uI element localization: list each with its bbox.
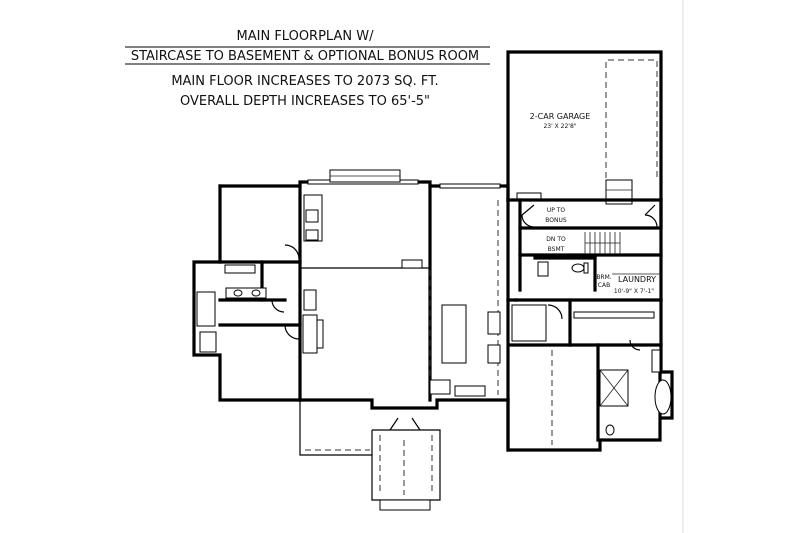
front-door: [389, 417, 421, 431]
hall-bath-sink-icon-2: [251, 289, 261, 297]
garage-door-outline: [605, 59, 658, 178]
porch-outline-2: [371, 429, 441, 501]
kitchen-dishwasher: [454, 385, 486, 397]
hall-bath-vanity: [225, 287, 267, 299]
title-block: MAIN FLOORPLAN W/ STAIRCASE TO BASEMENT …: [125, 29, 490, 109]
service-wing: UP TO BONUS DN TO BSMT BRM. CAB LAUNDRY …: [506, 198, 663, 302]
half-bath-toilet-icon: [571, 263, 585, 273]
title-line-3: MAIN FLOOR INCREASES TO 2073 SQ. FT.: [171, 74, 438, 89]
bedroom-door: [284, 244, 300, 260]
dn-to-bsmt-line2: BSMT: [548, 246, 565, 253]
garage: 2-CAR GARAGE 23' X 22'8": [506, 50, 663, 228]
fireplace: [302, 314, 318, 354]
laundry-size: 10'-9" X 7'-1": [614, 288, 654, 295]
front-porch: [299, 400, 441, 511]
garage-label: 2-CAR GARAGE: [530, 112, 591, 121]
title-line-1: MAIN FLOORPLAN W/: [237, 29, 375, 44]
built-in-shelf: [303, 289, 317, 311]
master-door: [547, 304, 563, 320]
master-toilet-icon: [605, 424, 615, 436]
master-closet-shelf: [573, 311, 655, 319]
kitchen-range: [487, 344, 501, 364]
laundry-label: LAUNDRY: [618, 275, 656, 284]
title-line-4: OVERALL DEPTH INCREASES TO 65'-5": [180, 94, 430, 109]
great-room: [218, 169, 510, 452]
bath-door: [271, 299, 285, 313]
master-closet-shelf-2: [511, 304, 547, 342]
hall-bath-tub: [196, 291, 216, 327]
stair-treads: [584, 232, 621, 254]
kitchen-fridge: [487, 311, 501, 335]
closet-shelf-2: [199, 331, 217, 353]
great-room-south-wall: [298, 398, 510, 410]
master-walls: [506, 370, 674, 452]
master-bath-door: [629, 339, 641, 351]
garage-walls: [506, 50, 663, 227]
fireplace-hearth: [316, 319, 324, 349]
master-suite: [506, 298, 674, 452]
closet-shelf: [224, 264, 256, 274]
kitchen-island: [441, 304, 467, 364]
master-tub: [654, 379, 672, 415]
service-outer-wall: [506, 198, 518, 302]
brm-cab-line1: BRM.: [596, 274, 611, 281]
porch-outline: [299, 400, 372, 456]
stair-door: [521, 204, 535, 228]
dn-to-bsmt-line1: DN TO: [546, 236, 566, 243]
flex-chair-2: [305, 229, 319, 241]
master-vanity: [651, 349, 661, 373]
flex-chair: [305, 209, 319, 223]
kitchen-sink: [429, 379, 451, 395]
half-bath-vanity: [537, 261, 549, 277]
brm-cab-line2: CAB: [598, 282, 610, 289]
bedroom-door-2: [284, 324, 300, 340]
bedroom-wing: [192, 184, 302, 402]
garage-entry-door: [644, 204, 658, 228]
half-bath-tank: [583, 262, 589, 274]
hall-bath-sink-icon: [233, 289, 243, 297]
up-to-bonus-line1: UP TO: [547, 207, 566, 214]
register-vent: [401, 259, 423, 269]
north-window-2: [439, 183, 501, 189]
up-to-bonus-line2: BONUS: [545, 217, 567, 224]
porch-steps: [379, 499, 431, 511]
garage-size: 23' X 22'8": [543, 123, 576, 130]
title-line-2: STAIRCASE TO BASEMENT & OPTIONAL BONUS R…: [131, 49, 479, 64]
